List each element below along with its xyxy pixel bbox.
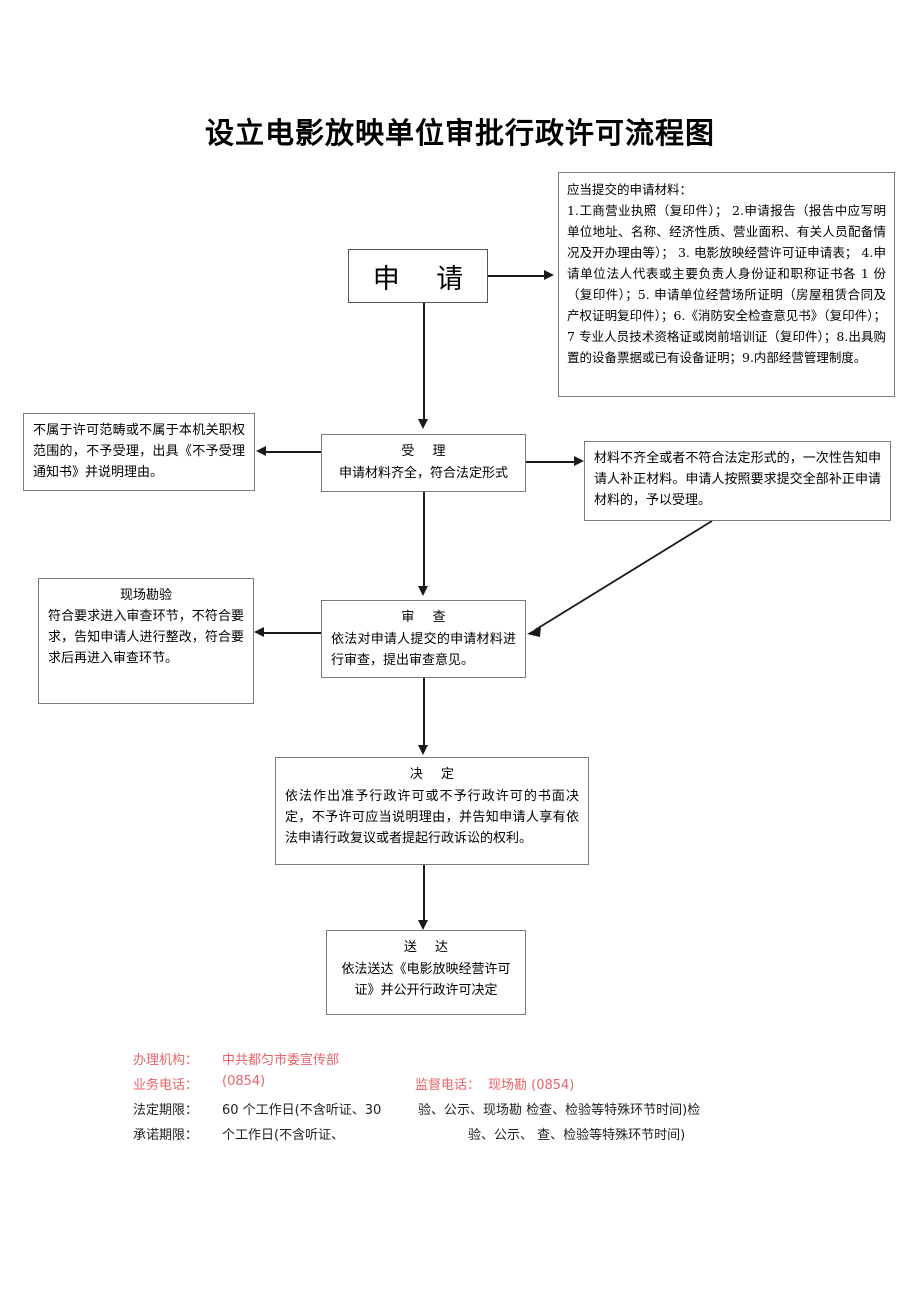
acceptance-heading: 受 理 (401, 444, 453, 459)
node-site-survey: 现场勘验 符合要求进入审查环节，不符合要求，告知申请人进行整改，符合要求后再进入… (38, 578, 254, 704)
node-not-accepted: 不属于许可范畴或不属于本机关职权范围的，不予受理，出具《不予受理通知书》并说明理… (23, 413, 255, 491)
arrowhead-accept-to-review (417, 586, 428, 596)
required-materials-heading: 应当提交的申请材料： (567, 182, 693, 197)
footer-phone-label: 业务电话： (133, 1078, 199, 1093)
footer-legal-term-value: 60 个工作日(不含听证、30 (222, 1103, 382, 1118)
node-supplement-materials: 材料不齐全或者不符合法定形式的，一次性告知申请人补正材料。申请人按照要求提交全部… (584, 441, 891, 521)
footer-phone-value: (0854) (222, 1074, 266, 1089)
connector-review-to-decision (423, 678, 425, 745)
connector-decision-to-deliver (423, 865, 425, 920)
review-heading: 审 查 (401, 610, 453, 625)
decision-body: 依法作出准予行政许可或不予行政许可的书面决定，不予许可应当说明理由，并告知申请人… (285, 789, 579, 847)
arrowhead-apply-to-materials (544, 270, 554, 280)
review-body: 依法对申请人提交的申请材料进行审查，提出审查意见。 (331, 632, 516, 669)
footer-row-legal-term: 法定期限： 60 个工作日(不含听证、30 验、公示、现场勘 检查、检验等特殊环… (0, 1099, 920, 1124)
delivery-body: 依法送达《电影放映经营许可证》并公开行政许可决定 (341, 962, 511, 999)
footer-supervision-value: 现场勘 (0854) (488, 1078, 575, 1093)
footer-row-promised-term: 承诺期限： 个工作日(不含听证、 验、公示、 查、检验等特殊环节时间) (0, 1124, 920, 1149)
footer-legal-term-label: 法定期限： (133, 1103, 199, 1118)
node-decision[interactable]: 决 定 依法作出准予行政许可或不予行政许可的书面决定，不予许可应当说明理由，并告… (275, 757, 589, 865)
acceptance-body: 申请材料齐全，符合法定形式 (338, 466, 508, 482)
connector-apply-to-materials (488, 275, 544, 277)
node-required-materials: 应当提交的申请材料： 1.工商营业执照（复印件）； 2.申请报告（报告中应写明单… (558, 172, 895, 397)
node-acceptance[interactable]: 受 理 申请材料齐全，符合法定形式 (321, 434, 526, 492)
arrowhead-accept-to-supplement (574, 456, 584, 466)
connector-accept-to-reject (266, 451, 322, 453)
arrowhead-accept-to-reject (256, 446, 266, 456)
arrowhead-review-to-decision (417, 745, 428, 755)
page-title: 设立电影放映单位审批行政许可流程图 (204, 116, 715, 150)
footer-agency-value: 中共都匀市委宣传部 (222, 1053, 340, 1068)
footer-legal-term-continued: 验、公示、现场勘 检查、检验等特殊环节时间)检 (418, 1103, 701, 1118)
arrowhead-review-to-survey (254, 627, 264, 637)
node-delivery[interactable]: 送 达 依法送达《电影放映经营许可证》并公开行政许可决定 (326, 930, 526, 1015)
connector-apply-to-accept (423, 303, 425, 419)
node-apply[interactable]: 申 请 (348, 249, 488, 303)
arrowhead-apply-to-accept (417, 419, 428, 429)
site-survey-heading: 现场勘验 (119, 588, 172, 603)
required-materials-body: 1.工商营业执照（复印件）； 2.申请报告（报告中应写明单位地址、名称、经济性质… (567, 203, 886, 365)
connector-accept-to-review (423, 492, 425, 586)
footer-promised-term-label: 承诺期限： (133, 1128, 199, 1143)
delivery-heading: 送 达 (403, 940, 456, 955)
footer-row-phone: 业务电话： (0854) 监督电话： 现场勘 (0854) (0, 1074, 920, 1099)
connector-accept-to-supplement (526, 461, 574, 463)
connector-review-to-survey (264, 632, 322, 634)
site-survey-body: 符合要求进入审查环节，不符合要求，告知申请人进行整改，符合要求后再进入审查环节。 (48, 609, 244, 667)
arrowhead-decision-to-deliver (417, 920, 428, 930)
footer-agency-label: 办理机构： (133, 1053, 199, 1068)
footer-info: 办理机构： 中共都匀市委宣传部 业务电话： (0854) 监督电话： 现场勘 (… (0, 1049, 920, 1149)
supplement-materials-body: 材料不齐全或者不符合法定形式的，一次性告知申请人补正材料。申请人按照要求提交全部… (594, 451, 881, 509)
decision-heading: 决 定 (409, 767, 462, 782)
footer-supervision-label: 监督电话： (415, 1078, 481, 1093)
not-accepted-body: 不属于许可范畴或不属于本机关职权范围的，不予受理，出具《不予受理通知书》并说明理… (33, 423, 245, 481)
node-review[interactable]: 审 查 依法对申请人提交的申请材料进行审查，提出审查意见。 (321, 600, 526, 678)
footer-promised-term-value: 个工作日(不含听证、 (222, 1128, 345, 1143)
footer-row-agency: 办理机构： 中共都匀市委宣传部 (0, 1049, 920, 1074)
footer-promised-term-continued: 验、公示、 查、检验等特殊环节时间) (468, 1128, 686, 1143)
